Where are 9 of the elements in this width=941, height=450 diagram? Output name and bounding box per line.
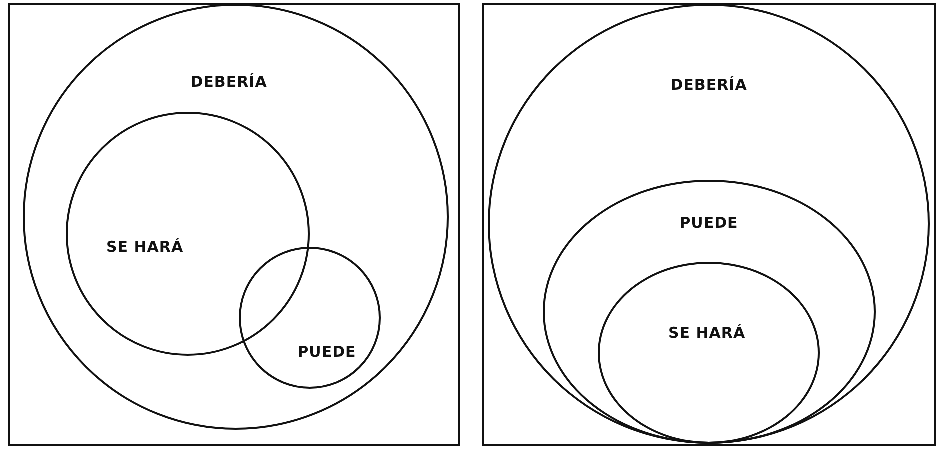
venn-circle: [598, 262, 820, 444]
circle-label: SE HARÁ: [668, 324, 746, 342]
circle-label: DEBERÍA: [670, 76, 748, 94]
circle-label: DEBERÍA: [190, 73, 268, 91]
circle-label: PUEDE: [680, 214, 738, 232]
venn-circle: [239, 247, 381, 389]
venn-circle: [543, 180, 876, 444]
circle-label: SE HARÁ: [106, 238, 184, 256]
circle-label: PUEDE: [298, 343, 356, 361]
